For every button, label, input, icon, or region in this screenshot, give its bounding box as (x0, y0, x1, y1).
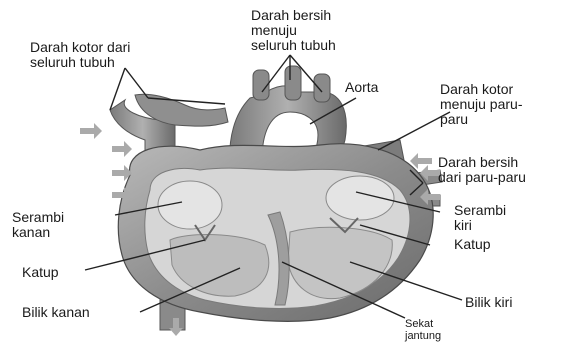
label-bilik-kiri: Bilik kiri (465, 295, 512, 310)
label-darah-kotor-dari-tubuh: Darah kotor dari seluruh tubuh (30, 40, 130, 70)
label-darah-bersih-dari-paru: Darah bersih dari paru-paru (438, 155, 526, 185)
label-darah-bersih-ke-tubuh: Darah bersih menuju seluruh tubuh (251, 8, 336, 53)
label-bilik-kanan: Bilik kanan (22, 305, 90, 320)
label-katup-kanan: Katup (22, 265, 59, 280)
label-katup-kiri: Katup (454, 237, 491, 252)
label-darah-kotor-ke-paru: Darah kotor menuju paru- paru (440, 82, 523, 127)
label-aorta: Aorta (345, 80, 378, 95)
label-serambi-kanan: Serambi kanan (12, 210, 64, 240)
label-serambi-kiri: Serambi kiri (454, 203, 506, 233)
label-sekat-jantung: Sekat jantung (405, 318, 441, 342)
